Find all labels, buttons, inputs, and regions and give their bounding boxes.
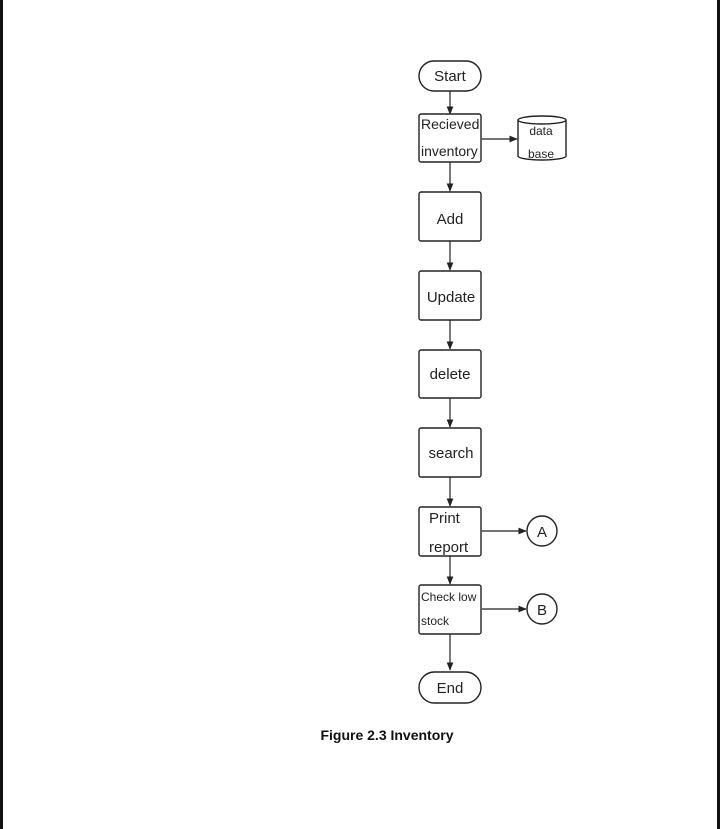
- connector-a-label: A: [537, 524, 547, 541]
- delete-label: delete: [430, 366, 471, 383]
- add-label: Add: [437, 211, 464, 228]
- figure-caption-text: Figure 2.3 Inventory: [320, 727, 454, 743]
- check-label-line-2: stock: [421, 614, 450, 628]
- print-report-process: Print report: [418, 506, 482, 557]
- connector-a: A: [526, 515, 558, 547]
- print-label-line-2: report: [429, 539, 469, 556]
- print-label-line-1: Print: [429, 510, 461, 527]
- start-label: Start: [434, 68, 467, 85]
- figure-caption: Figure 2.3 Inventory: [0, 727, 720, 743]
- add-process: Add: [418, 191, 482, 242]
- search-process: search: [418, 427, 482, 478]
- check-label-line-1: Check low: [421, 590, 477, 604]
- check-low-stock-process: Check low stock: [418, 584, 482, 635]
- database-label-line-1: data: [529, 124, 553, 138]
- delete-process: delete: [418, 349, 482, 399]
- connector-b-label: B: [537, 602, 547, 619]
- database-label-line-2: base: [528, 147, 554, 161]
- search-label: search: [428, 445, 473, 462]
- received-label-line-1: Recieved: [421, 116, 479, 132]
- connector-b: B: [526, 593, 558, 625]
- update-label: Update: [427, 289, 475, 306]
- start-terminal: Start: [418, 60, 482, 92]
- end-terminal: End: [418, 671, 482, 704]
- update-process: Update: [418, 270, 482, 321]
- received-label-line-2: inventory: [421, 143, 478, 159]
- received-inventory-process: Recieved inventory: [418, 113, 482, 163]
- end-label: End: [437, 680, 464, 697]
- database-cylinder: data base: [517, 115, 567, 161]
